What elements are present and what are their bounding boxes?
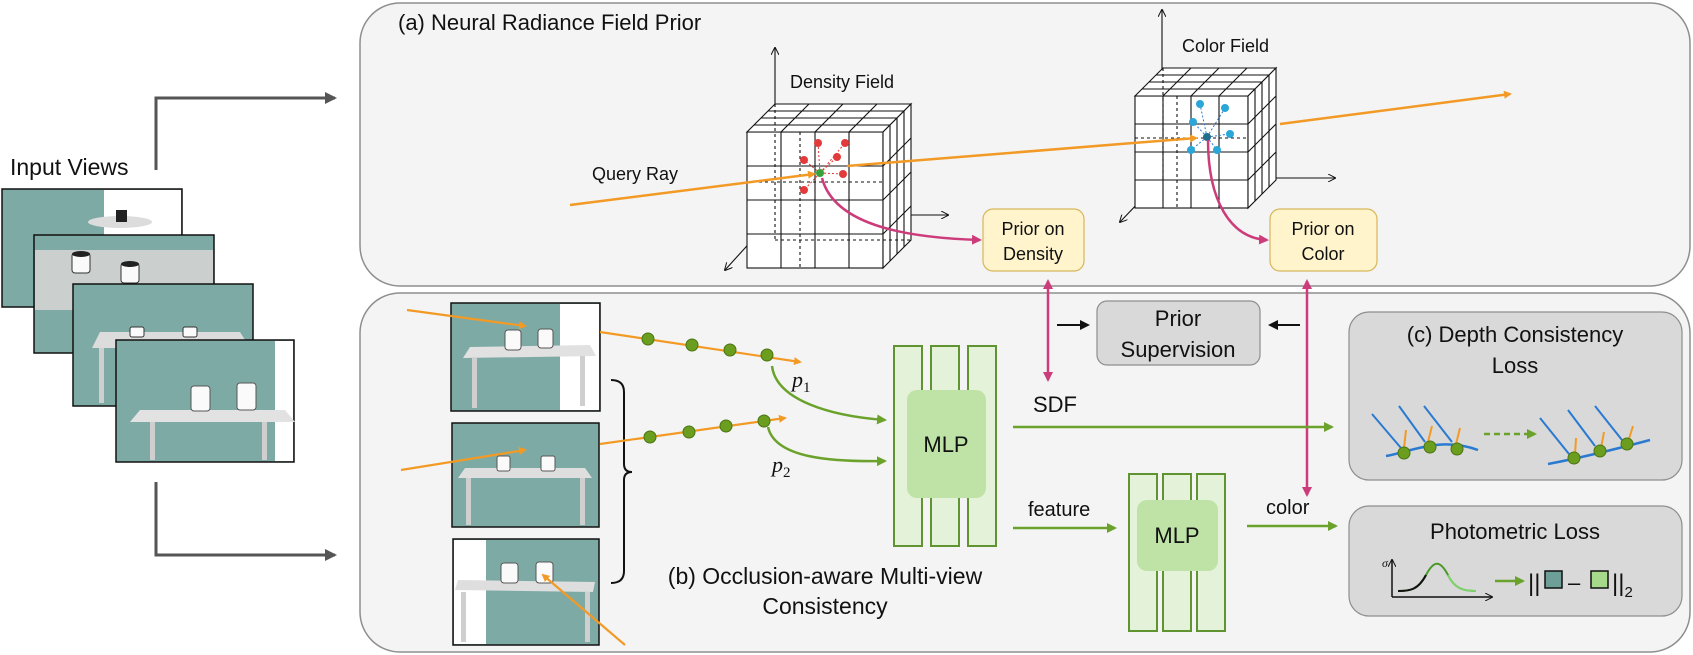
ray-into-image-2 [400, 447, 527, 472]
ray-into-image-3 [541, 573, 626, 646]
depth-consistency-title-line2: Loss [1492, 353, 1538, 378]
color-to-prior-arrow [1206, 139, 1269, 245]
color-field-cube [1120, 10, 1335, 222]
mlp-color-network: MLP [1128, 473, 1226, 632]
ray-into-image-1 [406, 308, 527, 330]
mlp-geometry-network: MLP [893, 345, 997, 547]
p1-to-mlp-arrow [770, 365, 887, 425]
photometric-loss-box: Photometric Loss σ || – ||2 [1348, 505, 1683, 617]
input-to-prior-arrow [154, 92, 337, 170]
query-ray-label: Query Ray [592, 164, 678, 184]
sample-points-ray-1 [641, 332, 774, 362]
rendered-color-swatch [1544, 570, 1563, 589]
p2-label: p2 [770, 452, 791, 481]
scene-image-3 [452, 538, 600, 646]
query-ray-segment-2 [846, 134, 1198, 168]
feature-label: feature [1028, 499, 1090, 521]
query-ray-segment-1 [569, 170, 816, 207]
density-field-label: Density Field [790, 72, 894, 92]
norm-left-bars: || [1528, 570, 1540, 597]
density-to-prior-arrow [820, 177, 982, 245]
sample-points-ray-2 [643, 414, 771, 444]
prior-on-density-box: Prior on Density [982, 208, 1085, 272]
p2-to-mlp-arrow [766, 426, 887, 467]
color-label: color [1266, 497, 1310, 519]
color-sample-points [1187, 100, 1234, 154]
mlp-color-label: MLP [1154, 523, 1199, 548]
panel-a-title: (a) Neural Radiance Field Prior [398, 10, 701, 35]
gt-color-swatch [1590, 570, 1609, 589]
prior-supervision-line1: Prior [1155, 306, 1201, 331]
depth-consistency-title-line1: (c) Depth Consistency [1407, 322, 1623, 347]
panel-b-title-line2: Consistency [762, 593, 888, 619]
input-view-4 [115, 339, 295, 463]
minus-sign: – [1568, 570, 1581, 595]
query-ray-segment-3 [1279, 90, 1512, 126]
sigma-label: σ [1382, 556, 1389, 570]
norm-right-bars: ||2 [1612, 570, 1633, 601]
mlp-geometry-label: MLP [923, 432, 968, 457]
prior-on-density-line1: Prior on [1001, 219, 1064, 239]
views-brace [610, 379, 633, 584]
prior-supervision-box: Prior Supervision [1096, 300, 1261, 366]
density-sample-points [800, 139, 849, 194]
input-view-stack [1, 188, 295, 463]
depth-consistency-box: (c) Depth Consistency Loss [1348, 311, 1683, 481]
scene-image-2 [451, 422, 600, 528]
photometric-loss-title: Photometric Loss [1430, 519, 1600, 544]
prior-supervision-line2: Supervision [1121, 337, 1236, 362]
prior-on-color-line1: Prior on [1291, 219, 1354, 239]
prior-on-color-line2: Color [1301, 244, 1344, 264]
prior-on-color-box: Prior on Color [1269, 208, 1378, 272]
scene-image-1 [450, 302, 601, 412]
p1-label: p1 [790, 367, 811, 396]
input-views-label: Input Views [10, 154, 128, 180]
sdf-label: SDF [1033, 392, 1077, 417]
input-to-consistency-arrow [154, 482, 337, 561]
panel-b-title-line1: (b) Occlusion-aware Multi-view [668, 563, 983, 589]
color-field-label: Color Field [1182, 36, 1269, 56]
prior-on-density-line2: Density [1003, 244, 1063, 264]
